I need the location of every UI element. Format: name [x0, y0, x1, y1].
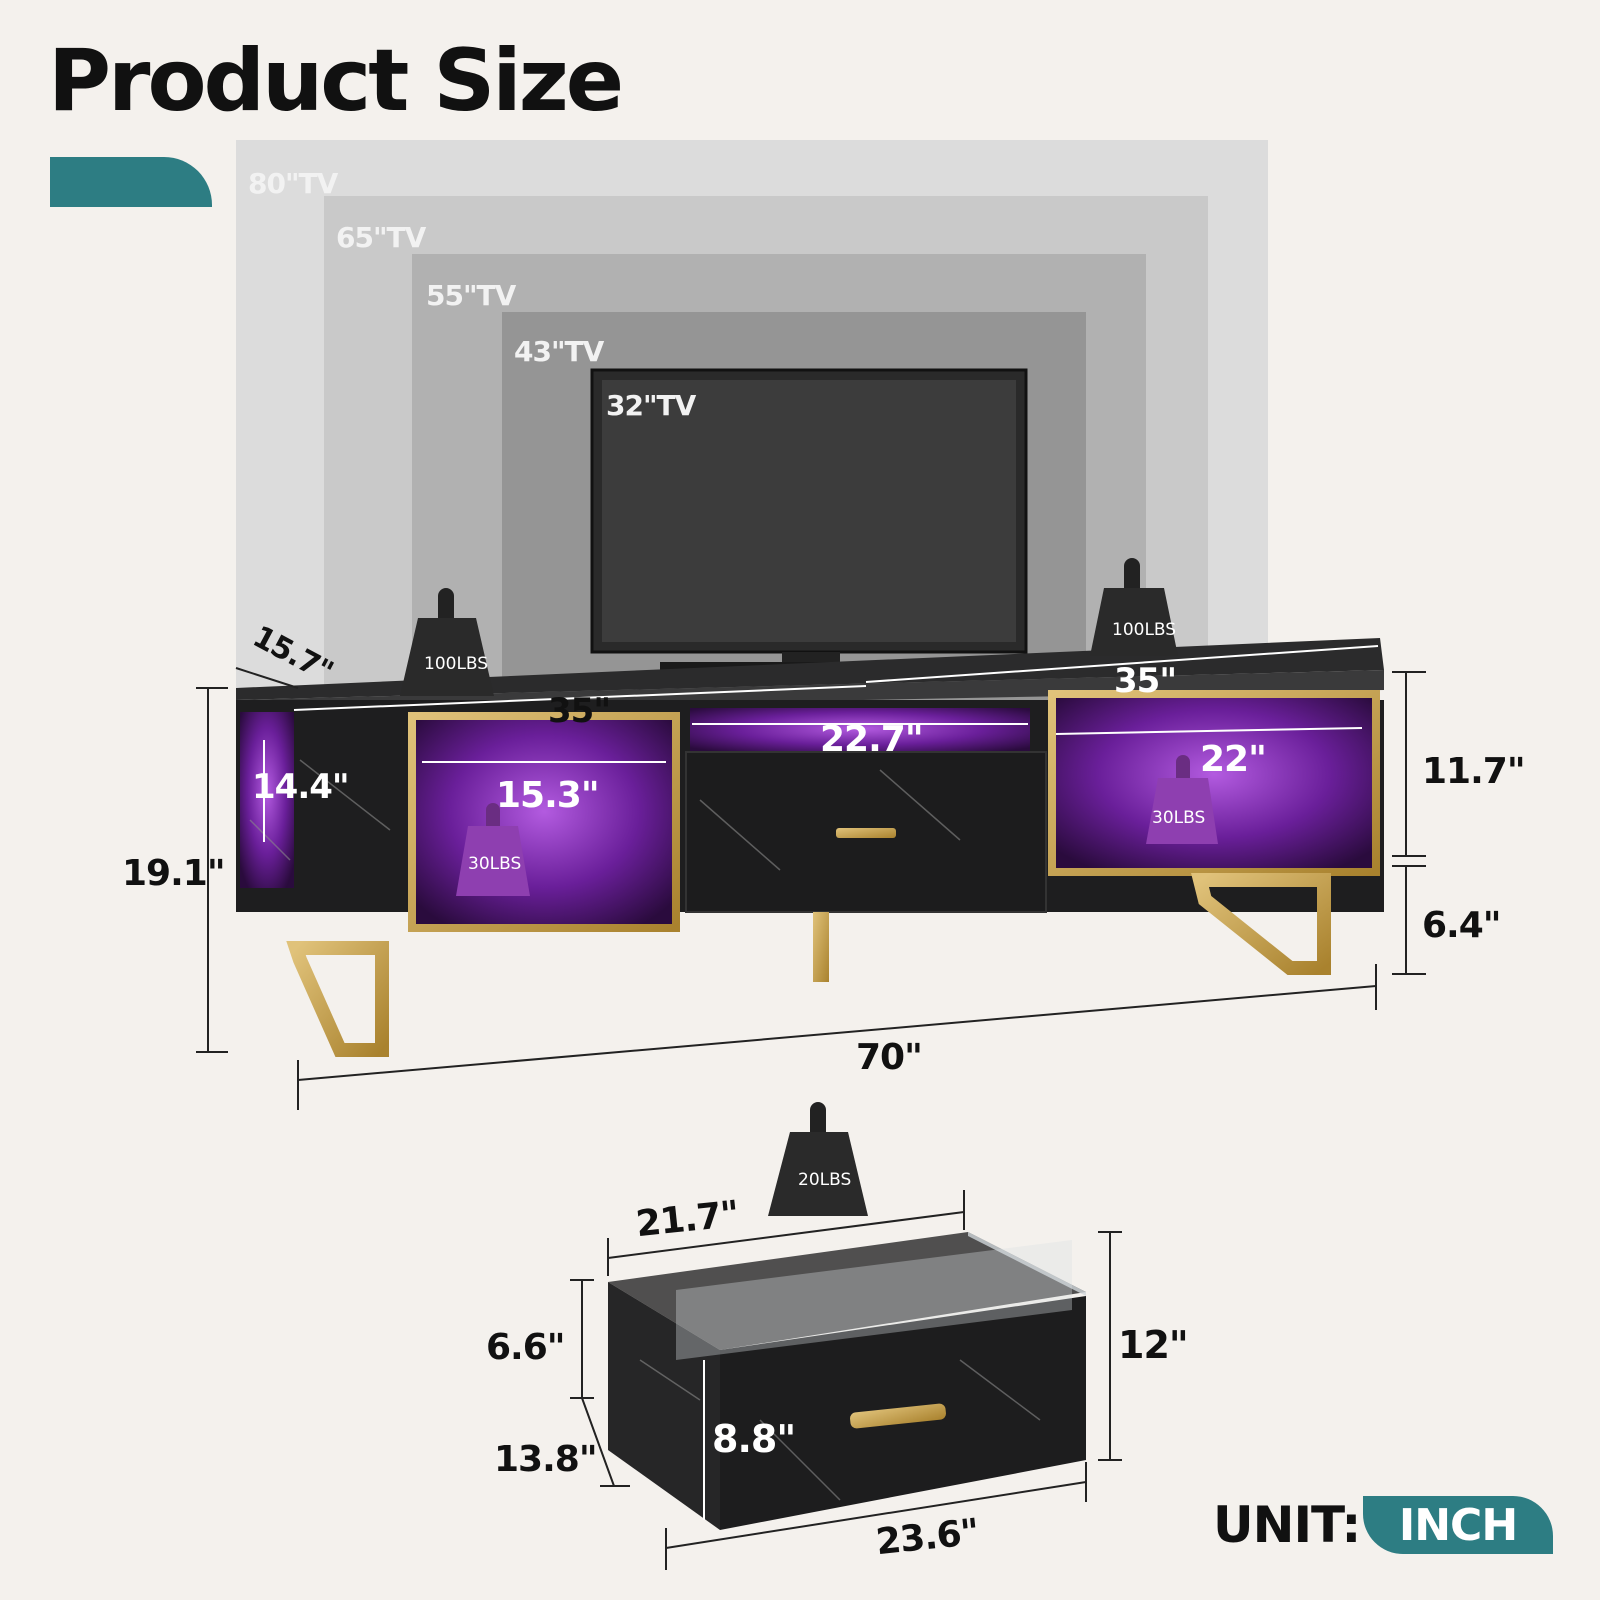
weight-top-left — [400, 588, 494, 696]
page-title: Product Size — [48, 31, 624, 131]
weight-label-shelf-left: 30LBS — [468, 854, 522, 874]
dimension-lines — [196, 667, 1426, 1110]
dim-drawer-total-height: 12" — [1118, 1323, 1189, 1367]
unit-label: UNIT: — [1213, 1496, 1361, 1554]
weight-label-drawer: 20LBS — [798, 1170, 852, 1190]
weight-label-top-right: 100LBS — [1112, 620, 1177, 640]
tv-label-43: 43"TV — [514, 335, 604, 368]
weight-drawer — [768, 1102, 868, 1216]
weight-shelf-left — [456, 803, 530, 896]
dim-top-right-width: 35" — [1114, 661, 1177, 701]
dim-left-side-height: 14.4" — [252, 767, 350, 807]
dim-cabinet-height: 11.7" — [1422, 751, 1526, 792]
dim-drawer-side-height: 6.6" — [486, 1327, 566, 1368]
dim-top-left-width: 35" — [548, 691, 611, 731]
weight-top-right — [1090, 558, 1178, 656]
dim-drawer-front-height: 8.8" — [712, 1417, 796, 1461]
drawer-dimension-lines — [570, 1190, 1122, 1570]
dim-leg-height: 6.4" — [1422, 905, 1502, 946]
drawer-illustration — [608, 1232, 1086, 1530]
accent-tab — [50, 157, 212, 207]
tv-label-80: 80"TV — [248, 167, 338, 200]
dim-right-cabinet-width: 22" — [1200, 739, 1267, 780]
inner-dimension-lines — [263, 645, 1379, 842]
dim-center-opening-width: 22.7" — [820, 719, 924, 760]
tv-label-55: 55"TV — [426, 279, 516, 312]
dim-drawer-depth: 13.8" — [494, 1439, 598, 1480]
tv-32 — [590, 368, 1028, 674]
dim-total-height: 19.1" — [122, 853, 226, 894]
tv-label-32: 32"TV — [606, 389, 696, 422]
unit-badge: INCH — [1363, 1496, 1553, 1554]
tv-label-65: 65"TV — [336, 221, 426, 254]
weight-label-shelf-right: 30LBS — [1152, 808, 1206, 828]
dim-total-width: 70" — [856, 1037, 923, 1078]
dim-left-cabinet-width: 15.3" — [496, 775, 600, 816]
weight-label-top-left: 100LBS — [424, 654, 489, 674]
tv-stand — [236, 638, 1384, 1057]
weight-shelf-right — [1146, 755, 1218, 844]
